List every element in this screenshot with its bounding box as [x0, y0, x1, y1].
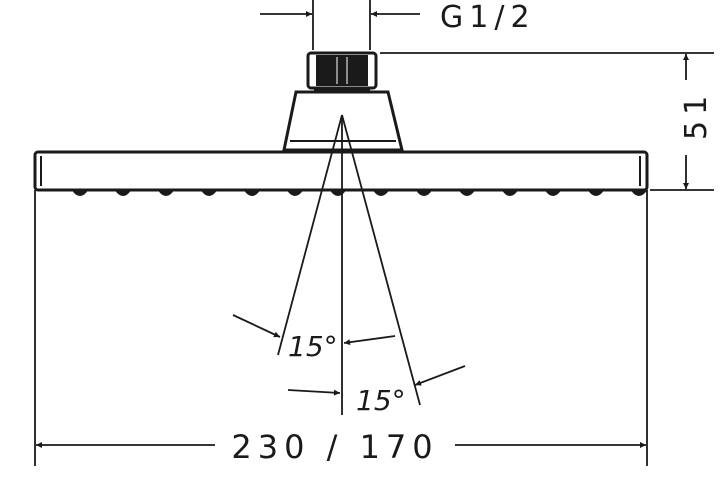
width-label: 230 / 170	[231, 428, 438, 466]
thread-size-label: G1/2	[440, 0, 536, 35]
nozzle	[243, 189, 261, 196]
nozzle	[114, 189, 132, 196]
nozzle	[544, 189, 562, 196]
nozzle-row	[71, 189, 648, 196]
nozzle	[200, 189, 218, 196]
angle-dimension-arrows	[232, 314, 466, 396]
height-label: 51	[679, 90, 714, 140]
nozzle	[71, 189, 89, 196]
nozzle	[286, 189, 304, 196]
nozzle	[458, 189, 476, 196]
spray-cone	[277, 114, 421, 415]
angle-label-right: 15°	[356, 384, 406, 417]
nozzle	[372, 189, 390, 196]
angle-label-left: 15°	[288, 330, 338, 363]
nozzle	[630, 189, 648, 196]
shower-arm-bell	[282, 90, 404, 152]
shower-plate	[33, 150, 649, 192]
nozzle	[587, 189, 605, 196]
nozzle	[501, 189, 519, 196]
height-dimension	[380, 52, 714, 191]
width-dimension	[34, 190, 648, 466]
nozzle	[415, 189, 433, 196]
thread-dimension	[260, 0, 420, 50]
nozzle	[157, 189, 175, 196]
connector-nut	[306, 51, 378, 91]
